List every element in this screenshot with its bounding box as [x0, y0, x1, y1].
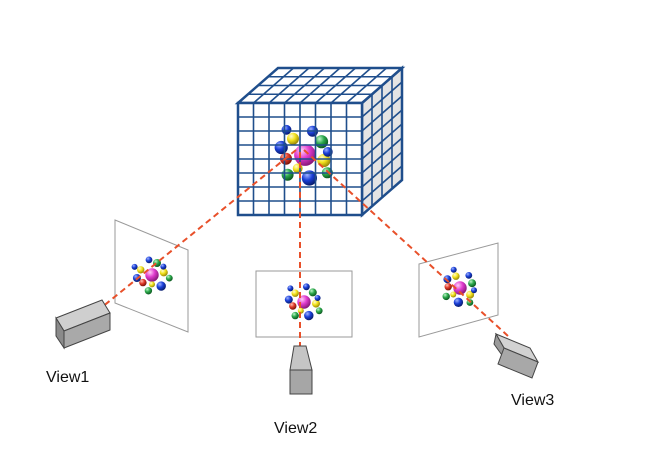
atom: [284, 295, 293, 304]
atom: [453, 297, 464, 307]
atom: [450, 266, 457, 273]
camera-view1-icon: [55, 299, 111, 350]
atom: [160, 263, 167, 270]
camera-view2-icon: [289, 345, 313, 395]
atom: [292, 163, 303, 174]
atom: [139, 278, 147, 287]
atom: [442, 292, 450, 301]
view2-label: View2: [274, 420, 317, 437]
atom: [144, 287, 153, 295]
ray-view1: [95, 149, 297, 313]
view3-label: View3: [511, 392, 554, 409]
atom: [137, 266, 145, 274]
view1-label: View1: [46, 369, 89, 386]
atom: [131, 263, 138, 270]
atom: [287, 285, 294, 292]
atom: [281, 168, 294, 181]
atom: [312, 299, 320, 308]
atom: [471, 287, 477, 294]
atom: [159, 268, 168, 277]
atom: [303, 283, 310, 291]
atom: [294, 144, 316, 166]
atom: [443, 275, 452, 284]
atom: [145, 256, 153, 264]
atom: [452, 272, 460, 280]
atom: [453, 281, 467, 295]
voxel-grid-cube: [234, 65, 406, 218]
atom: [149, 281, 155, 288]
atom: [314, 135, 329, 149]
atom: [145, 268, 159, 282]
atom: [301, 170, 317, 186]
projected-molecule-view3: [442, 266, 477, 307]
atom: [450, 291, 457, 298]
atom: [466, 290, 475, 299]
atom: [465, 272, 473, 279]
atom: [281, 124, 292, 135]
atom: [287, 132, 299, 145]
atom: [444, 283, 452, 291]
atom: [315, 307, 323, 315]
atom: [468, 279, 477, 288]
atom: [304, 310, 314, 321]
ray-view3: [303, 149, 509, 337]
camera-view3-icon: [493, 332, 540, 379]
atom: [274, 140, 288, 155]
atom: [308, 288, 317, 297]
atom: [314, 295, 321, 301]
atom: [165, 274, 173, 282]
atom: [156, 281, 166, 291]
atom: [291, 289, 299, 297]
atom: [289, 302, 297, 310]
atom: [291, 311, 299, 320]
